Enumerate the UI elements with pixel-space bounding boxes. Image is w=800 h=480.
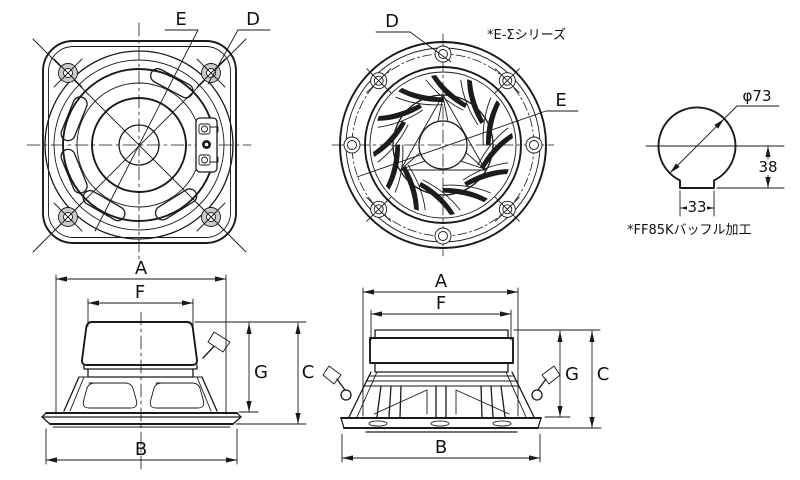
dim-label-c: C — [597, 364, 610, 385]
magnet-cover — [81, 321, 198, 378]
label-E: E — [175, 9, 186, 30]
dim-depth: 38 — [716, 145, 785, 189]
view-front-square: E D — [26, 9, 271, 264]
dim-label-b: B — [135, 439, 147, 460]
ribbed-basket — [348, 371, 535, 418]
view-front-round: D E *E-Σシリーズ — [331, 11, 579, 257]
label-E: E — [555, 90, 566, 111]
dim-A: A — [362, 271, 519, 417]
dim-label-c: C — [302, 362, 315, 383]
mounting-flange — [340, 417, 542, 433]
depth-label: 38 — [758, 158, 777, 176]
dim-B: B — [341, 433, 541, 463]
dim-diameter: φ73 — [669, 87, 780, 174]
dim-label-f: F — [436, 293, 446, 314]
dim-B: B — [45, 428, 238, 465]
series-note: *E-Σシリーズ — [487, 27, 566, 43]
leader-E: E — [94, 9, 199, 232]
mounting-flange — [41, 412, 242, 428]
terminal-lug-left — [322, 365, 352, 401]
dim-label-a: A — [135, 258, 148, 279]
dim-C: C — [235, 322, 315, 425]
dim-cutout-width: 33 — [679, 190, 715, 217]
dim-label-b: B — [435, 437, 447, 458]
basket-frame — [63, 376, 218, 412]
leader-D: D — [375, 11, 452, 63]
view-side-round: A F G C B — [322, 271, 610, 463]
dim-label-g: G — [565, 364, 579, 385]
dim-label-a: A — [435, 271, 448, 292]
leader-D: D — [207, 9, 271, 85]
label-D: D — [246, 9, 260, 30]
dim-G: G — [194, 321, 307, 413]
square-frame-outline — [42, 40, 237, 244]
cutout-width-label: 33 — [687, 198, 706, 216]
view-baffle-cutout: φ73 38 33 *FF85Kバッフル加工 — [627, 87, 785, 238]
terminal-lug-right — [531, 365, 561, 401]
baffle-note: *FF85Kバッフル加工 — [627, 223, 752, 238]
dim-F: F — [87, 282, 194, 327]
dim-G: G — [513, 329, 601, 418]
terminal-block — [195, 117, 219, 173]
dim-A: A — [55, 258, 227, 415]
dim-label-g: G — [254, 362, 268, 383]
leader-E: E — [356, 90, 579, 178]
view-side-square: A F G C B — [41, 258, 315, 472]
center-lines — [331, 33, 555, 257]
dim-label-f: F — [135, 282, 145, 303]
magnet-stack — [369, 329, 514, 373]
dim-F: F — [370, 293, 512, 341]
dim-C: C — [531, 330, 610, 429]
terminal-lug — [202, 331, 231, 359]
cutout-hole-outline — [657, 106, 737, 189]
diameter-label: φ73 — [743, 87, 772, 105]
cone-and-spokes — [392, 94, 494, 196]
label-D: D — [385, 11, 399, 32]
rim-circles — [44, 50, 234, 240]
